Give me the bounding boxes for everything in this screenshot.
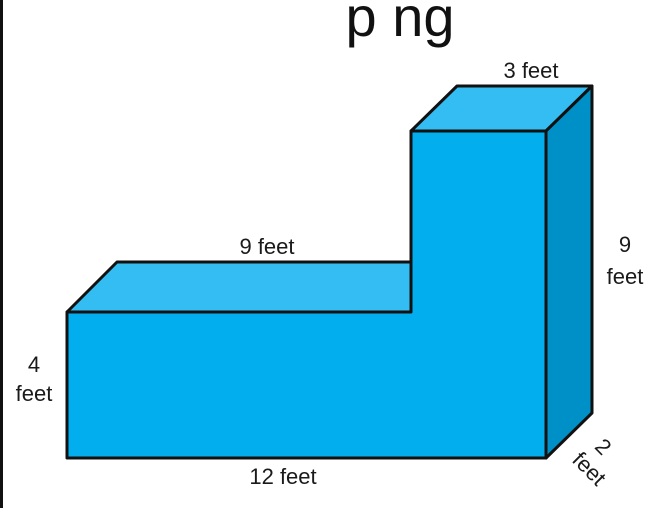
front-face [65, 129, 548, 460]
base-length-label: 12 feet [249, 464, 316, 489]
short-height-unit: feet [16, 381, 53, 406]
short-height-number: 4 [28, 352, 40, 377]
tall-height-number: 9 [619, 232, 631, 257]
short-section-top-face [65, 260, 413, 314]
right-side-face [544, 84, 594, 460]
step-length-label: 9 feet [239, 234, 294, 259]
top-width-label: 3 feet [503, 58, 558, 83]
title-fragment: p ng [346, 0, 455, 48]
tall-height-unit: feet [607, 264, 644, 289]
